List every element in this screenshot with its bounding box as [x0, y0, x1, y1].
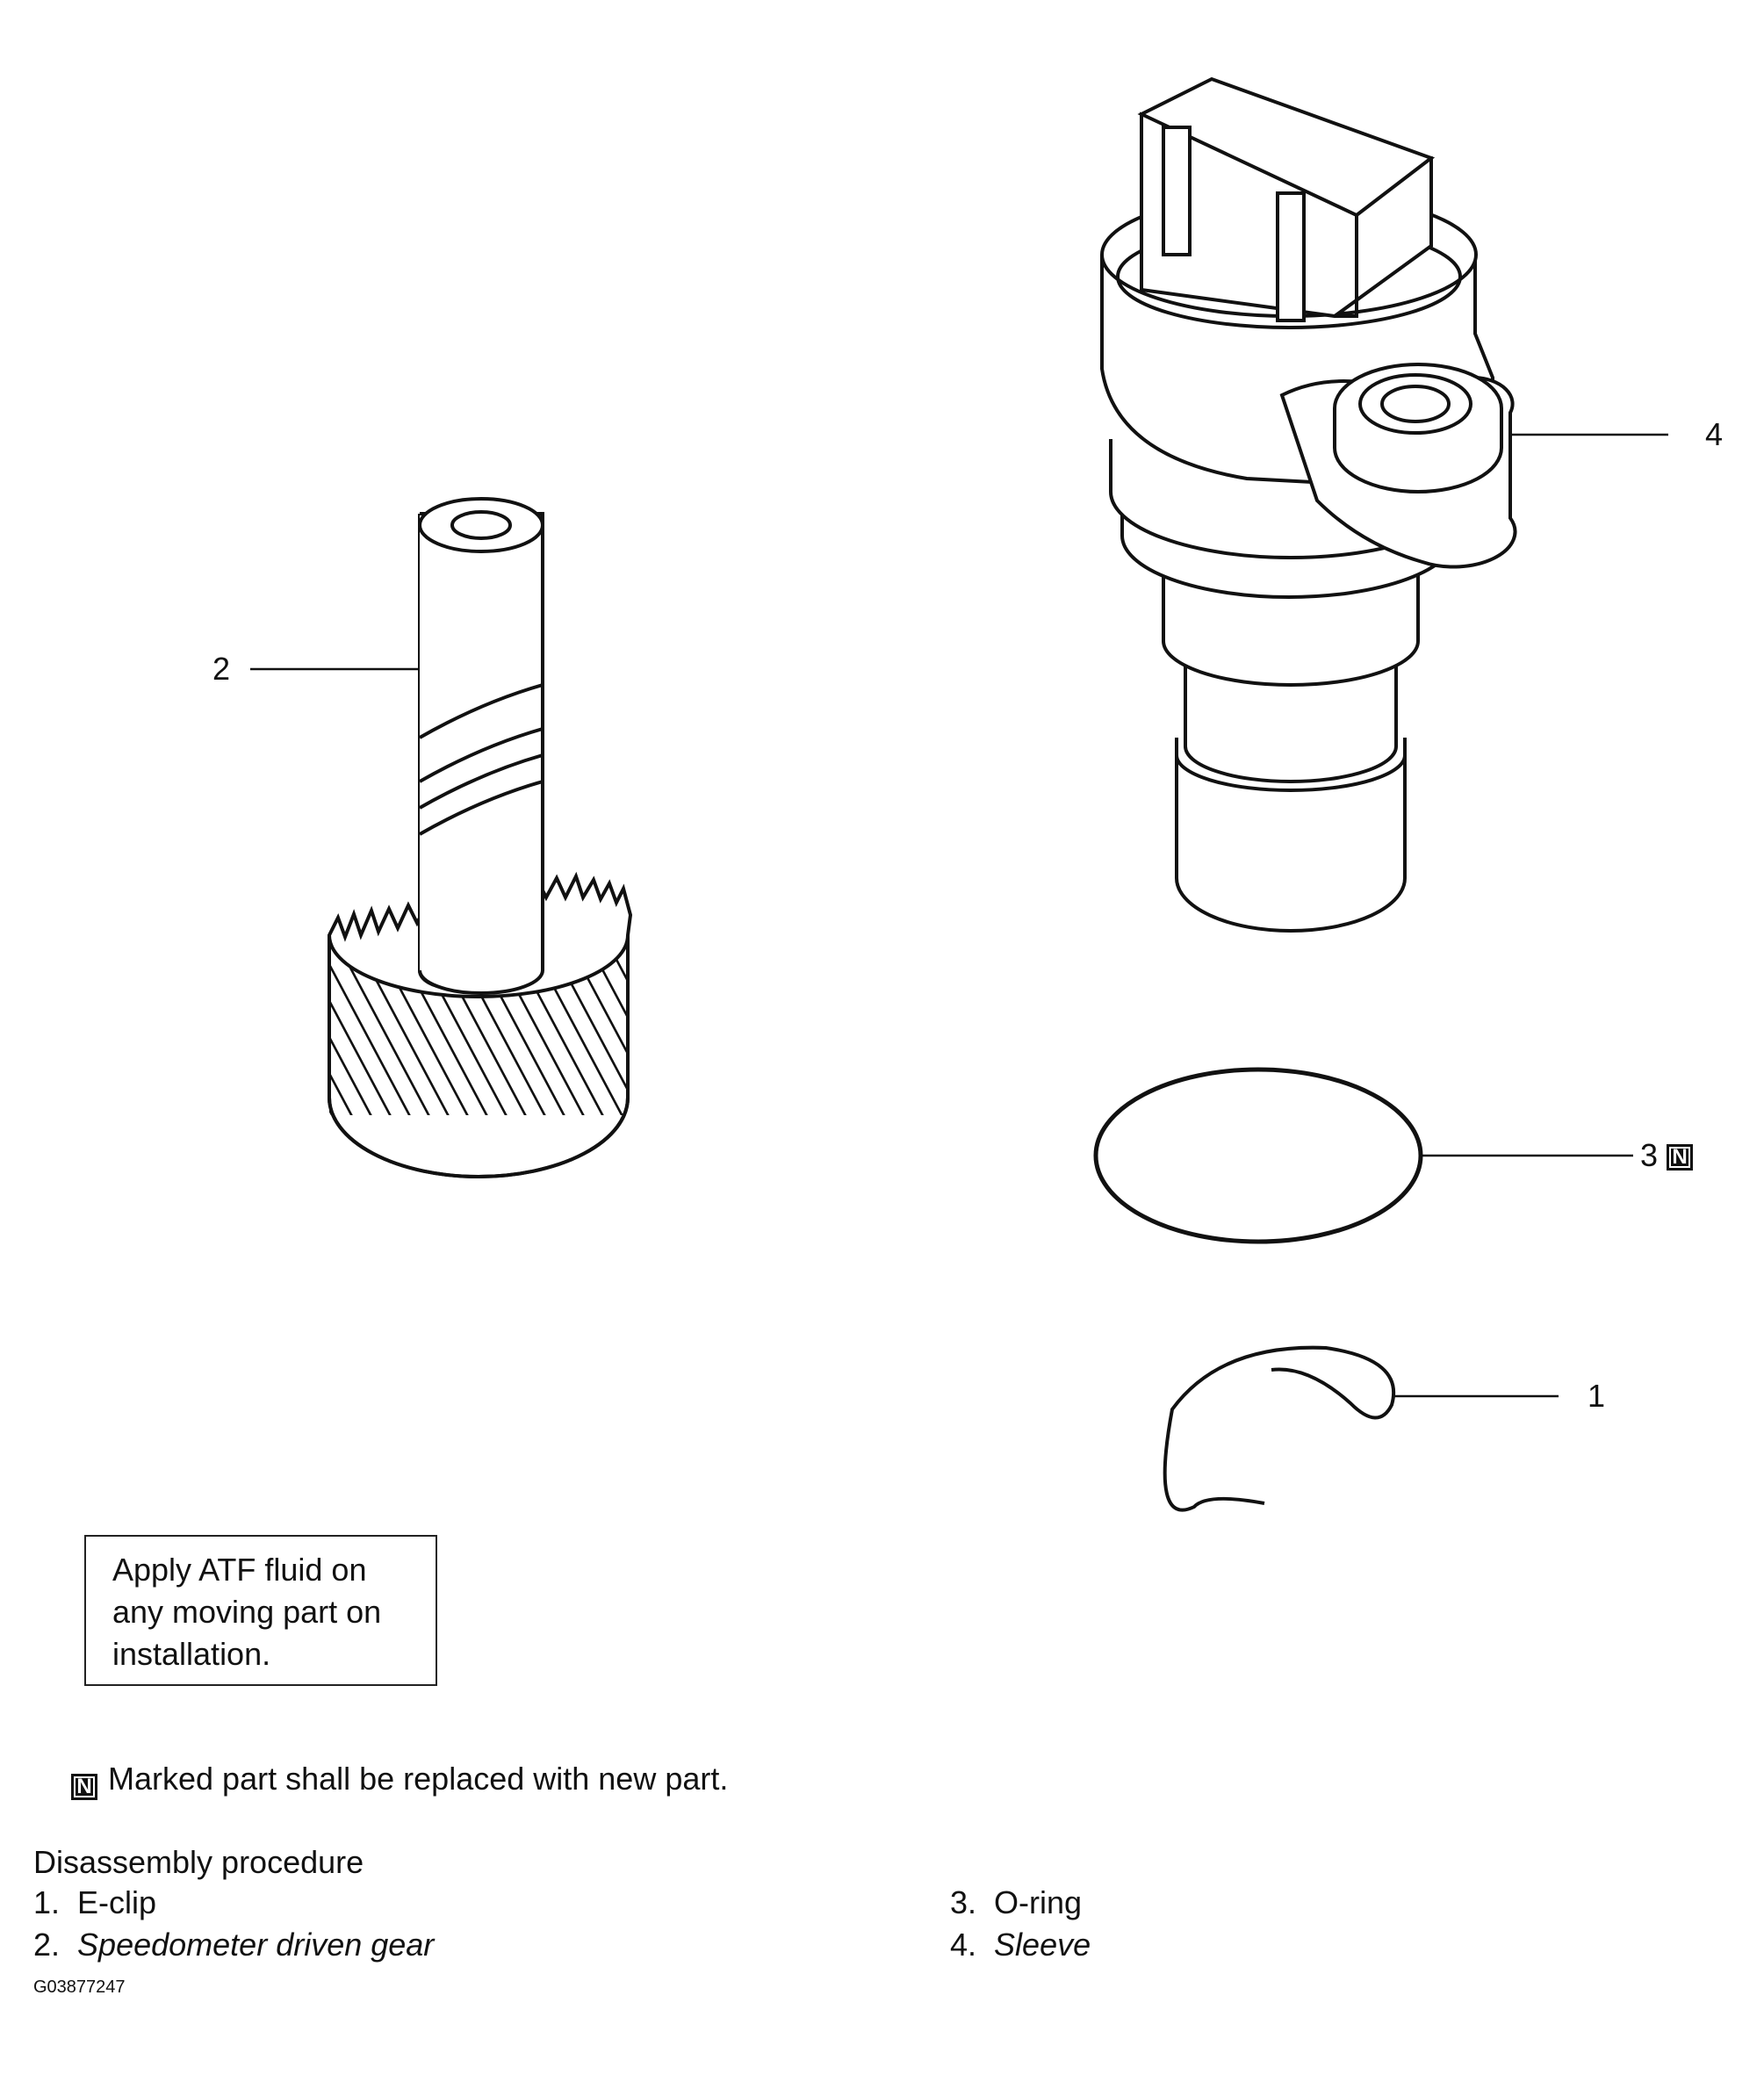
new-part-legend-text: Marked part shall be replaced with new p… — [108, 1761, 729, 1797]
leader-lines — [250, 433, 1668, 1398]
step-label: E-clip — [77, 1884, 157, 1920]
procedure-step-3: 3. O-ring — [950, 1884, 1082, 1921]
step-number: 4. — [950, 1927, 977, 1963]
speedometer-driven-gear-drawing — [327, 497, 633, 1178]
step-label: Sleeve — [994, 1927, 1091, 1963]
step-number: 1. — [33, 1884, 61, 1920]
step-number: 2. — [33, 1927, 61, 1963]
new-part-legend-icon: N — [71, 1774, 97, 1800]
procedure-step-1: 1. E-clip — [33, 1884, 156, 1921]
atf-note-box: Apply ATF fluid on any moving part on in… — [84, 1535, 437, 1686]
o-ring-drawing — [1093, 1067, 1423, 1244]
procedure-title: Disassembly procedure — [33, 1844, 364, 1880]
callout-2: 2 — [212, 651, 231, 687]
callout-3: 3 — [1640, 1137, 1659, 1173]
procedure-step-2: 2. Speedometer driven gear — [33, 1927, 434, 1963]
sleeve-drawing — [1100, 76, 1517, 933]
procedure-step-4: 4. Sleeve — [950, 1927, 1091, 1963]
new-part-legend: N Marked part shall be replaced with new … — [71, 1761, 728, 1800]
callout-3-group: 3 N — [1640, 1137, 1694, 1173]
step-label: Speedometer driven gear — [77, 1927, 435, 1963]
e-clip-drawing — [1163, 1345, 1396, 1512]
callout-1: 1 — [1588, 1378, 1606, 1414]
step-label: O-ring — [994, 1884, 1083, 1920]
callout-4: 4 — [1705, 416, 1724, 452]
figure-id: G03877247 — [33, 1977, 126, 1997]
new-part-icon: N — [1667, 1144, 1694, 1171]
step-number: 3. — [950, 1884, 977, 1920]
